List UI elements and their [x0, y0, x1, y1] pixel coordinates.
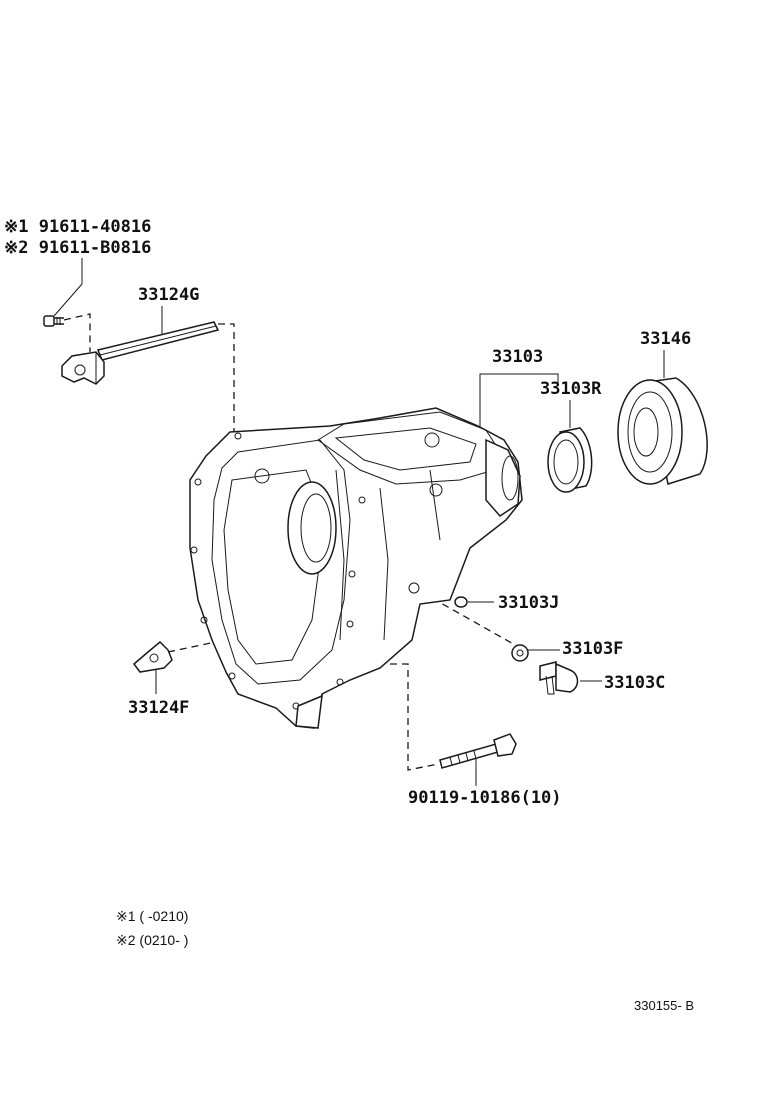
assembly-line-plug [431, 597, 525, 651]
reference-code: 330155- B [634, 998, 694, 1013]
label-case: 33103 [492, 347, 543, 367]
label-gasket: 33103F [562, 639, 623, 659]
leader-case [479, 373, 559, 432]
long-bolt-icon [439, 733, 517, 769]
plug-bolt-icon [539, 661, 579, 695]
bracket-icon [132, 640, 173, 673]
footnote-1: ※1 ( -0210) [116, 908, 188, 924]
label-bracket: 33124F [128, 698, 189, 718]
label-plug-bolt: 33103C [604, 673, 665, 693]
label-seal: 33103R [540, 379, 602, 399]
label-shaft: 33124G [138, 285, 199, 305]
assembly-line-bolt-long [390, 663, 439, 771]
small-plug-icon [454, 596, 468, 608]
gasket-icon [511, 644, 529, 662]
label-plug-small: 33103J [498, 593, 559, 613]
bolt-icon [43, 315, 64, 327]
assembly-line-bolt [63, 313, 91, 352]
cover-ring-icon [617, 377, 708, 485]
footnote-2: ※2 (0210- ) [116, 932, 188, 948]
label-bolt-long: 90119-10186(10) [408, 788, 562, 808]
shift-shaft-icon [61, 321, 220, 385]
label-bolt-primary: ※1 91611-40816 [4, 217, 151, 237]
label-bolt-alt: ※2 91611-B0816 [4, 238, 151, 258]
oil-seal-icon [547, 427, 593, 493]
leader-bolt-primary [53, 258, 83, 317]
label-cover: 33146 [640, 329, 691, 349]
transmission-case-icon [189, 407, 523, 729]
